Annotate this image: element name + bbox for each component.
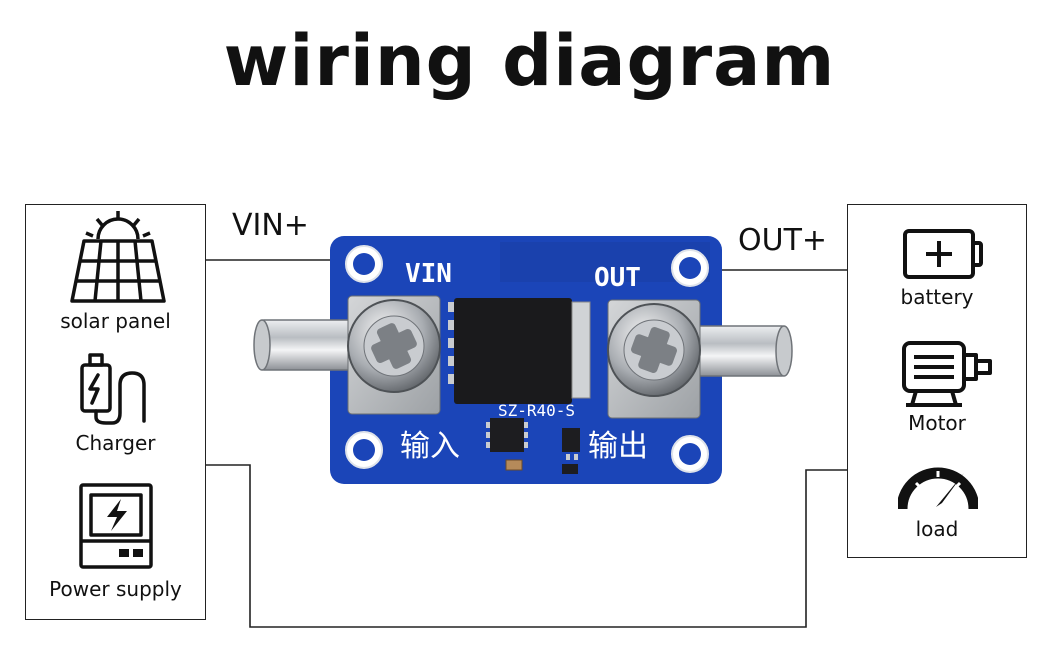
input-screw-icon [347, 299, 441, 393]
output-cn-silkscreen: 输出 [588, 429, 648, 464]
output-screw-icon [607, 303, 701, 397]
charger-icon [80, 353, 146, 425]
mosfet-chip [448, 298, 591, 404]
load-label-battery: battery [900, 285, 974, 309]
source-label-power-supply: Power supply [49, 577, 182, 601]
vin-plus-label: VIN+ [232, 208, 309, 243]
power-source-box: solar panel Charger Power supply [25, 204, 206, 620]
load-label-load: load [915, 517, 959, 541]
vin-silkscreen: VIN [405, 259, 452, 289]
smd-capacitor [505, 459, 523, 471]
diagram-title: wiring diagram [223, 20, 836, 102]
negative-return-wire [206, 464, 847, 628]
smd-transistor [562, 428, 580, 452]
input-cn-silkscreen: 输入 [400, 429, 460, 464]
sz-r40-s-module: VIN OUT SZ-R40-S [253, 236, 793, 484]
source-label-charger: Charger [75, 431, 156, 455]
load-box: battery Motor load [847, 204, 1027, 558]
gauge-icon [898, 467, 978, 510]
model-silkscreen: SZ-R40-S [498, 401, 575, 420]
out-silkscreen: OUT [594, 263, 641, 293]
source-label-solar: solar panel [60, 309, 171, 333]
battery-icon [903, 229, 983, 279]
out-plus-label: OUT+ [738, 223, 828, 258]
load-label-motor: Motor [908, 411, 966, 435]
solar-panel-icon [70, 211, 166, 303]
power-supply-icon [79, 483, 153, 569]
driver-ic [486, 418, 528, 452]
motor-icon [902, 341, 992, 407]
